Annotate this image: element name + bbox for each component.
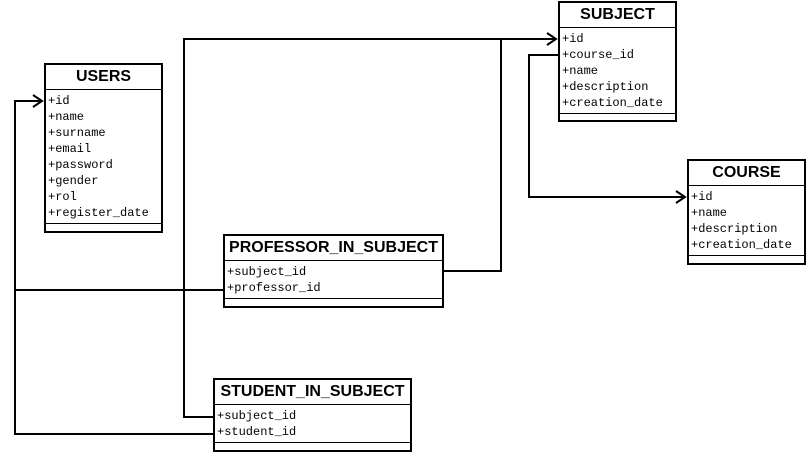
course-attr-description: +description xyxy=(691,222,778,236)
subject-attr-creation-date: +creation_date xyxy=(562,96,663,110)
course-attr-name: +name xyxy=(691,206,728,220)
subject-attributes: +id +course_id +name +description +creat… xyxy=(560,28,675,114)
users-attr-register-date: +register_date xyxy=(48,206,149,220)
professor-in-subject-entity[interactable]: PROFESSOR_IN_SUBJECT +subject_id +profes… xyxy=(223,234,444,308)
subject-entity[interactable]: SUBJECT +id +course_id +name +descriptio… xyxy=(558,1,677,122)
arrowhead-course xyxy=(675,190,687,204)
users-attributes: +id +name +surname +email +password +gen… xyxy=(46,90,161,224)
professor-in-subject-title: PROFESSOR_IN_SUBJECT xyxy=(225,236,442,261)
professor-in-subject-attr-professor-id: +professor_id xyxy=(227,281,321,295)
relation-student-subject xyxy=(183,38,501,418)
course-title: COURSE xyxy=(689,161,804,186)
users-attr-email: +email xyxy=(48,142,92,156)
professor-in-subject-attr-subject-id: +subject_id xyxy=(227,265,307,279)
users-attr-id: +id xyxy=(48,94,70,108)
student-in-subject-entity[interactable]: STUDENT_IN_SUBJECT +subject_id +student_… xyxy=(213,378,412,452)
subject-attr-id: +id xyxy=(562,32,584,46)
subject-title: SUBJECT xyxy=(560,3,675,28)
users-attr-password: +password xyxy=(48,158,113,172)
student-in-subject-attr-subject-id: +subject_id xyxy=(217,409,297,423)
users-attr-rol: +rol xyxy=(48,190,77,204)
professor-in-subject-attributes: +subject_id +professor_id xyxy=(225,261,442,299)
subject-attr-course-id: +course_id xyxy=(562,48,635,62)
users-attr-surname: +surname xyxy=(48,126,106,140)
users-entity[interactable]: USERS +id +name +surname +email +passwor… xyxy=(44,63,163,233)
arrowhead-users xyxy=(32,94,44,108)
relation-professor-subject xyxy=(444,38,556,272)
student-in-subject-title: STUDENT_IN_SUBJECT xyxy=(215,380,410,405)
student-in-subject-attr-student-id: +student_id xyxy=(217,425,297,439)
arrowhead-subject xyxy=(546,32,558,46)
course-attributes: +id +name +description +creation_date xyxy=(689,186,804,256)
relation-student-users xyxy=(14,290,213,435)
users-attr-gender: +gender xyxy=(48,174,99,188)
relation-professor-users xyxy=(14,100,223,291)
subject-attr-name: +name xyxy=(562,64,599,78)
users-title: USERS xyxy=(46,65,161,90)
course-attr-creation-date: +creation_date xyxy=(691,238,792,252)
student-in-subject-attributes: +subject_id +student_id xyxy=(215,405,410,443)
relation-subject-course xyxy=(528,54,685,198)
users-attr-name: +name xyxy=(48,110,85,124)
course-attr-id: +id xyxy=(691,190,713,204)
course-entity[interactable]: COURSE +id +name +description +creation_… xyxy=(687,159,806,265)
subject-attr-description: +description xyxy=(562,80,649,94)
